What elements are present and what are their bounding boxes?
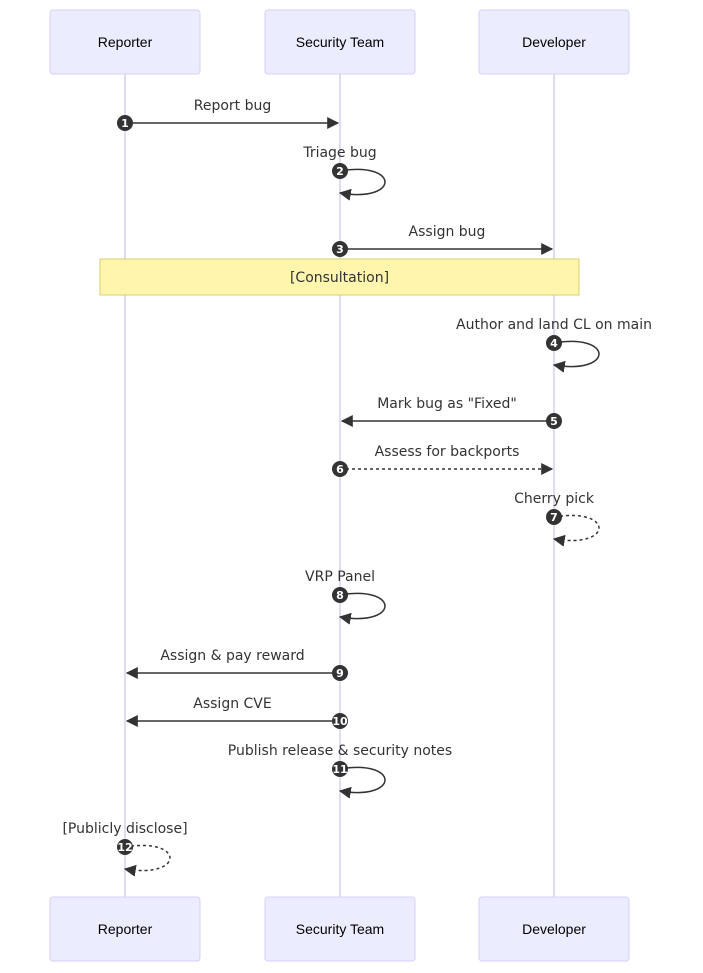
actor-box [264, 9, 416, 75]
actor-box [478, 9, 630, 75]
message-label: Assign bug [409, 224, 486, 240]
message-label: Mark bug as "Fixed" [377, 396, 517, 412]
sequence-number: 5 [550, 415, 558, 428]
sequence-number: 3 [336, 243, 344, 256]
badge-circle [117, 115, 133, 131]
message-publish-release-security-notes: Publish release & security notes 11 [228, 743, 452, 799]
message-label: Assign CVE [193, 696, 271, 712]
message-vrp-panel: VRP Panel 8 [305, 569, 386, 625]
self-message-arrow [338, 766, 386, 799]
message-label: [Publicly disclose] [62, 821, 187, 837]
actor-label: Reporter [98, 921, 153, 937]
message-assign-cve: Assign CVE 10 [125, 696, 348, 729]
actor-label: Developer [522, 34, 586, 50]
message-report-bug: Report bug 1 [117, 98, 340, 131]
sequence-number: 12 [117, 841, 132, 854]
actor-developer-bottom: Developer [478, 896, 630, 962]
actor-box [478, 896, 630, 962]
actor-label: Security Team [296, 921, 384, 937]
message-label: Assess for backports [375, 444, 520, 460]
actor-security-bottom: Security Team [264, 896, 416, 962]
actor-box [49, 9, 201, 75]
note-text: [Consultation] [290, 270, 389, 286]
sequence-number-badge: 3 [332, 241, 348, 257]
message-label: Assign & pay reward [160, 648, 304, 664]
badge-circle [546, 413, 562, 429]
self-message-arrow [338, 168, 386, 201]
sequence-number: 7 [550, 511, 558, 524]
message-cherry-pick: Cherry pick 7 [514, 491, 600, 547]
message-label: Publish release & security notes [228, 743, 452, 759]
message-label: Cherry pick [514, 491, 595, 507]
note-box [99, 258, 580, 296]
actor-label: Security Team [296, 34, 384, 50]
self-message-arrow [338, 592, 386, 625]
sequence-number: 1 [121, 117, 129, 130]
message-mark-bug-as-fixed: Mark bug as "Fixed" 5 [340, 396, 562, 429]
message-label: Triage bug [302, 145, 376, 161]
sequence-number: 10 [332, 715, 348, 728]
message-label: VRP Panel [305, 569, 375, 585]
sequence-number-badge: 7 [546, 509, 562, 525]
actor-reporter-top: Reporter [49, 9, 201, 75]
sequence-number-badge: 12 [117, 839, 133, 855]
actor-label: Reporter [98, 34, 153, 50]
sequence-number-badge: 9 [332, 665, 348, 681]
actor-box [49, 896, 201, 962]
sequence-number-badge: 11 [332, 761, 348, 777]
message-author-and-land-cl-on-main: Author and land CL on main 4 [456, 317, 652, 373]
consultation-note: [Consultation] [99, 258, 580, 296]
badge-circle [546, 335, 562, 351]
sequence-number: 2 [336, 165, 344, 178]
actor-label: Developer [522, 921, 586, 937]
sequence-number-badge: 2 [332, 163, 348, 179]
sequence-number-badge: 8 [332, 587, 348, 603]
message-label: Author and land CL on main [456, 317, 652, 333]
sequence-number-badge: 1 [117, 115, 133, 131]
badge-circle [332, 163, 348, 179]
sequence-number: 8 [336, 589, 344, 602]
sequence-number-badge: 5 [546, 413, 562, 429]
badge-circle [332, 587, 348, 603]
self-message-arrow [552, 340, 600, 373]
badge-circle [332, 461, 348, 477]
actor-box [264, 896, 416, 962]
actor-security-top: Security Team [264, 9, 416, 75]
sequence-number: 4 [550, 337, 558, 350]
message-assess-for-backports: Assess for backports 6 [332, 444, 554, 477]
sequence-number-badge: 6 [332, 461, 348, 477]
sequence-number-badge: 4 [546, 335, 562, 351]
badge-circle [332, 241, 348, 257]
sequence-number: 11 [332, 763, 347, 776]
message-label: Report bug [194, 98, 272, 114]
sequence-number: 6 [336, 463, 344, 476]
badge-circle [546, 509, 562, 525]
message-assign-pay-reward: Assign & pay reward 9 [125, 648, 348, 681]
message-assign-bug: Assign bug 3 [332, 224, 554, 257]
actor-developer-top: Developer [478, 9, 630, 75]
sequence-number-badge: 10 [332, 713, 348, 729]
message-triage-bug: Triage bug 2 [302, 145, 386, 201]
message-publicly-disclose: [Publicly disclose] 12 [62, 821, 188, 877]
badge-circle [332, 761, 348, 777]
self-message-arrow [123, 844, 171, 877]
self-message-arrow [552, 514, 600, 547]
badge-circle [117, 839, 133, 855]
badge-circle [332, 665, 348, 681]
badge-circle [332, 713, 348, 729]
sequence-number: 9 [336, 667, 344, 680]
actor-reporter-bottom: Reporter [49, 896, 201, 962]
